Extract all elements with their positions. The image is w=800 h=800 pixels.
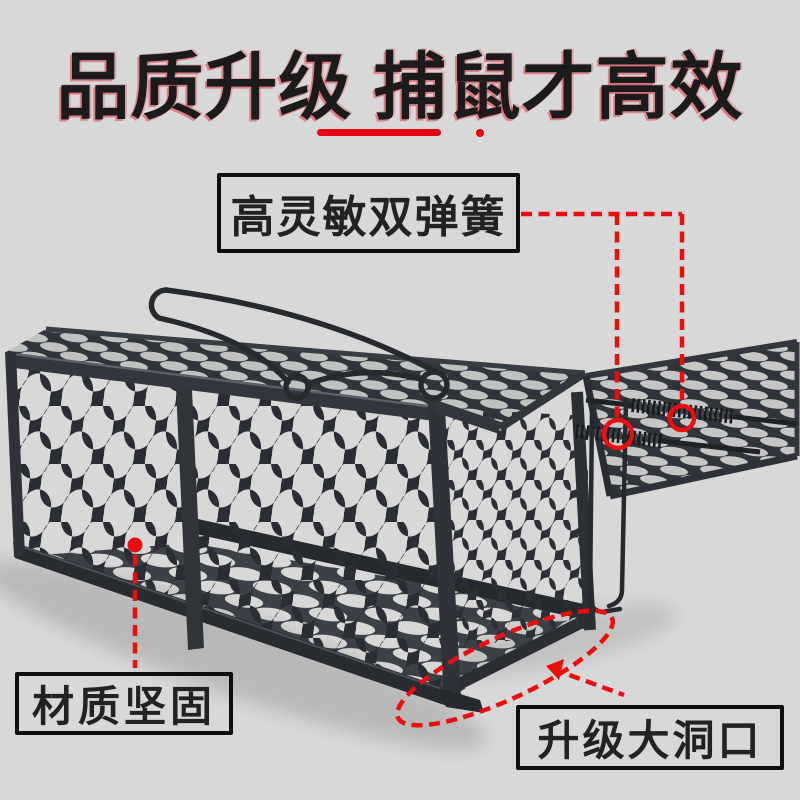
title-underline-dot (476, 129, 484, 137)
callout-label-opening: 升级大洞口 (516, 705, 784, 770)
spring-rod-front (581, 429, 761, 455)
cage-back-wall-mesh (438, 408, 588, 650)
spring-coil-left (575, 424, 663, 448)
material-dot (127, 537, 143, 553)
cage-top-hinge-rail (497, 369, 588, 432)
callout-label-springs: 高灵敏双弹簧 (217, 173, 520, 253)
cage-opening-sill (452, 611, 595, 692)
handle-anchor-loop-right (418, 369, 450, 401)
opening-ellipse (395, 608, 615, 728)
cage-bottom-front-rail (13, 542, 450, 707)
handle-anchor-loop-left (283, 373, 311, 401)
cage-right-post (428, 405, 461, 701)
page-title: 品质升级 捕鼠才高效 (56, 47, 744, 128)
annotation-overlay (127, 211, 697, 728)
cage-middle-post (176, 388, 204, 650)
arrow-icon (546, 659, 564, 680)
spring-coil-right (631, 398, 736, 424)
cage-left-post (5, 352, 25, 557)
callout-dashline-opening (552, 666, 625, 698)
spring-circle-right (667, 403, 697, 433)
cage-handle-wire (148, 287, 450, 401)
cage-right-foot (440, 688, 484, 713)
cage-side-wall (5, 351, 484, 713)
cage-top-front-rail (6, 352, 435, 421)
callout-label-material: 材质坚固 (15, 672, 233, 735)
cage-side-mesh (6, 352, 450, 706)
ramp-mesh (586, 342, 797, 496)
cage-top-back-rail (45, 326, 586, 376)
spring-circle-left (601, 417, 635, 451)
title-underline-bar (317, 129, 441, 136)
trap-door-ramp (575, 339, 800, 500)
